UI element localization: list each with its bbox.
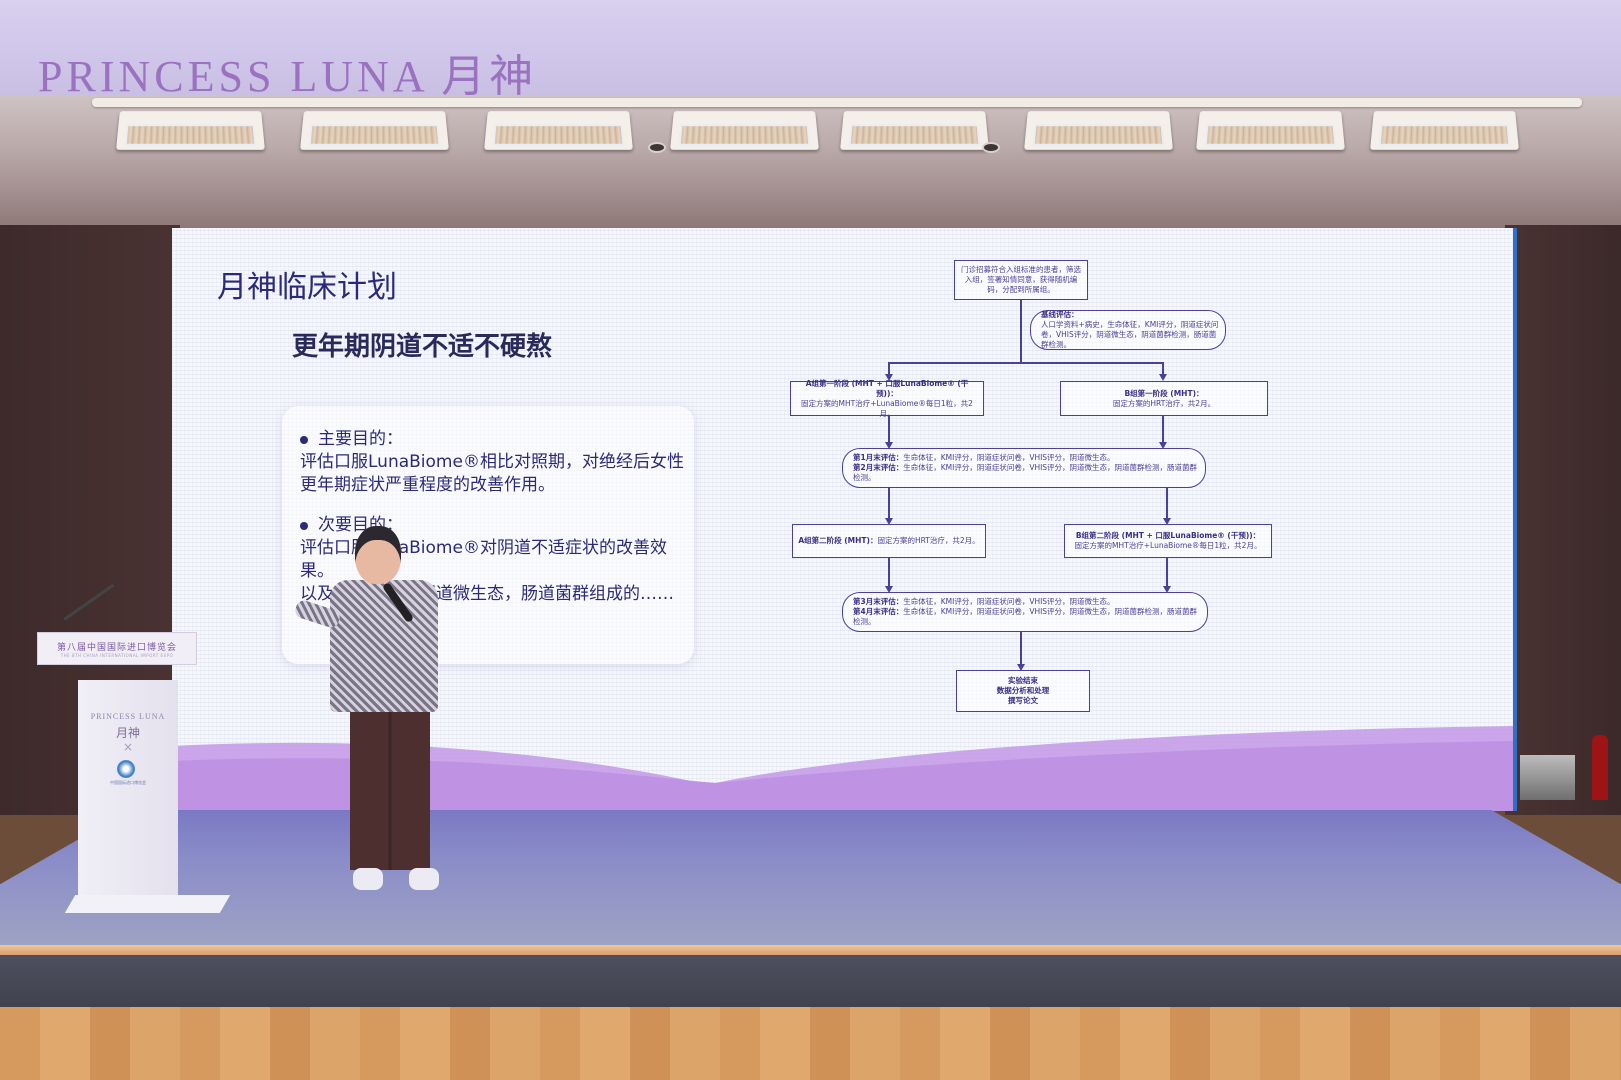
flow-baseline-box: 基线评估： 人口学资料+病史，生命体征，KMI评分，阴道症状问卷，VHIS评分，… — [1030, 310, 1226, 350]
podium-cross-mark: × — [122, 740, 134, 754]
arrow-down-icon — [1017, 664, 1025, 671]
eval-m1-title: 第1月末评估： — [853, 453, 904, 462]
eval-m4-text: 生命体征，KMI评分，阴道症状问卷，VHIS评分，阴道微生态，阴道菌群检测，肠道… — [853, 607, 1198, 626]
wall-right — [1505, 225, 1621, 815]
wood-floor — [0, 1007, 1621, 1080]
b-phase1-title: B组第一阶段 (MHT)： — [1124, 388, 1204, 398]
flow-a-phase1-box: A组第一阶段 (MHT + 口服LunaBiome® (干预))： 固定方案的M… — [790, 378, 984, 418]
speaker-shoe — [409, 868, 439, 890]
flow-a-phase2-box: A组第二阶段 (MHT)：固定方案的HRT治疗，共2月。 — [792, 524, 986, 558]
primary-objective-text: 评估口服LunaBiome®相比对照期，对绝经后女性更年期症状严重程度的改善作用… — [300, 452, 684, 495]
stage-light — [116, 111, 265, 150]
speaker-torso — [330, 580, 438, 712]
a-phase2-text: 固定方案的HRT治疗，共2月。 — [877, 536, 980, 545]
arrow-down-icon — [885, 374, 893, 381]
podium-brand-cn: 月神 — [115, 726, 140, 740]
flow-eval-m1m2-box: 第1月末评估：生命体征，KMI评分，阴道症状问卷，VHIS评分，阴道微生态。 第… — [842, 448, 1206, 488]
arrow-down-icon — [1163, 518, 1171, 525]
podium-brand-en: PRINCESS LUNA — [90, 712, 166, 721]
expo-emblem-text: 中国国际进口博览会 — [110, 780, 146, 785]
stage-light — [1370, 111, 1519, 150]
flow-connector — [888, 362, 890, 376]
arrow-down-icon — [1159, 374, 1167, 381]
podium-base — [64, 895, 231, 913]
expo-emblem-icon — [117, 760, 135, 778]
stage-light — [1024, 111, 1173, 150]
downlight — [648, 142, 666, 153]
flow-enroll-text: 门诊招募符合入组标准的患者，筛选入组，签署知情同意，获得随机编码，分配到所属组。 — [961, 265, 1081, 294]
flow-connector — [1020, 300, 1022, 362]
stage-skirt — [0, 955, 1621, 1007]
equipment-case — [1520, 755, 1575, 800]
flow-connector — [1166, 488, 1168, 520]
flow-connector — [888, 416, 890, 444]
flow-connector — [1020, 632, 1022, 666]
b-phase2-title: B组第二阶段 (MHT + 口服LunaBiome® (干预))： — [1075, 531, 1261, 540]
flow-connector — [1162, 362, 1164, 376]
b-phase2-text: 固定方案的MHT治疗+LunaBiome®每日1粒，共2月。 — [1074, 541, 1262, 550]
primary-objective-label: 主要目的： — [318, 429, 403, 449]
stage-edge-trim — [0, 945, 1621, 955]
ceiling-banner: PRINCESS LUNA 月神 — [0, 0, 1621, 101]
fire-extinguisher — [1592, 735, 1608, 800]
eval-m3-title: 第3月末评估： — [853, 597, 904, 606]
speaker-head — [355, 526, 401, 584]
arrow-down-icon — [1159, 442, 1167, 449]
b-phase1-text: 固定方案的HRT治疗，共2月。 — [1112, 398, 1216, 408]
flow-eval-m3m4-box: 第3月末评估：生命体征，KMI评分，阴道症状问卷，VHIS评分，阴道微生态。 第… — [842, 592, 1208, 632]
flow-connector — [888, 558, 890, 588]
podium-expo-sign: 第八届中国国际进口博览会 THE 8TH CHINA INTERNATIONAL… — [37, 632, 197, 665]
end-line-2: 数据分析和处理 — [996, 686, 1050, 695]
bullet-icon — [300, 521, 308, 530]
arrow-down-icon — [1163, 586, 1171, 593]
a-phase1-title: A组第一阶段 (MHT + 口服LunaBiome® (干预))： — [805, 378, 969, 398]
flow-b-phase1-box: B组第一阶段 (MHT)： 固定方案的HRT治疗，共2月。 — [1060, 381, 1268, 416]
flow-b-phase2-box: B组第二阶段 (MHT + 口服LunaBiome® (干预))： 固定方案的M… — [1064, 524, 1272, 558]
slide-subtitle: 更年期阴道不适不硬熬 — [292, 332, 553, 362]
downlight — [982, 142, 1000, 153]
stage-light — [840, 111, 989, 150]
stage-light — [670, 111, 819, 150]
end-line-3: 撰写论文 — [1008, 696, 1038, 705]
objectives-card: 主要目的： 评估口服LunaBiome®相比对照期，对绝经后女性更年期症状严重程… — [282, 406, 694, 664]
slide-title: 月神临床计划 — [217, 270, 397, 305]
eval-m2-title: 第2月末评估： — [853, 463, 904, 472]
lighting-truss — [92, 98, 1582, 107]
expo-name-en: THE 8TH CHINA INTERNATIONAL IMPORT EXPO — [60, 652, 174, 658]
podium — [78, 680, 178, 910]
eval-m1-text: 生命体征，KMI评分，阴道症状问卷，VHIS评分，阴道微生态。 — [903, 453, 1115, 462]
eval-m4-title: 第4月末评估： — [853, 607, 904, 616]
eval-m3-text: 生命体征，KMI评分，阴道症状问卷，VHIS评分，阴道微生态。 — [903, 597, 1115, 606]
brand-logo: PRINCESS LUNA 月神 — [38, 52, 538, 101]
end-line-1: 实验结束 — [1008, 676, 1038, 685]
a-phase2-title: A组第二阶段 (MHT)： — [798, 536, 878, 545]
speaker-shoe — [353, 868, 383, 890]
arrow-down-icon — [885, 586, 893, 593]
speaker-legs — [350, 705, 430, 870]
arrow-down-icon — [885, 442, 893, 449]
stage-light — [484, 111, 633, 150]
stage-light — [300, 111, 449, 150]
primary-objective: 主要目的： 评估口服LunaBiome®相比对照期，对绝经后女性更年期症状严重程… — [300, 428, 700, 497]
stage-light — [1196, 111, 1345, 150]
bullet-icon — [300, 435, 308, 444]
baseline-title: 基线评估： — [1041, 310, 1079, 319]
slide-wave-decoration — [172, 726, 1513, 811]
a-phase1-text: 固定方案的MHT治疗+LunaBiome®每日1粒，共2月。 — [801, 398, 973, 418]
flow-connector — [1166, 558, 1168, 588]
eval-m2-text: 生命体征，KMI评分，阴道症状问卷，VHIS评分，阴道微生态，阴道菌群检测，肠道… — [853, 463, 1198, 482]
stage-carpet — [0, 810, 1621, 945]
flow-enroll-box: 门诊招募符合入组标准的患者，筛选入组，签署知情同意，获得随机编码，分配到所属组。 — [954, 260, 1088, 300]
flow-connector — [888, 362, 1164, 364]
flow-connector — [1162, 416, 1164, 444]
flow-connector — [888, 488, 890, 520]
expo-name-cn: 第八届中国国际进口博览会 — [56, 642, 177, 653]
flow-end-box: 实验结束 数据分析和处理 撰写论文 — [956, 670, 1090, 712]
baseline-text: 人口学资料+病史，生命体征，KMI评分，阴道症状问卷，VHIS评分，阴道微生态，… — [1041, 320, 1219, 349]
arrow-down-icon — [885, 518, 893, 525]
